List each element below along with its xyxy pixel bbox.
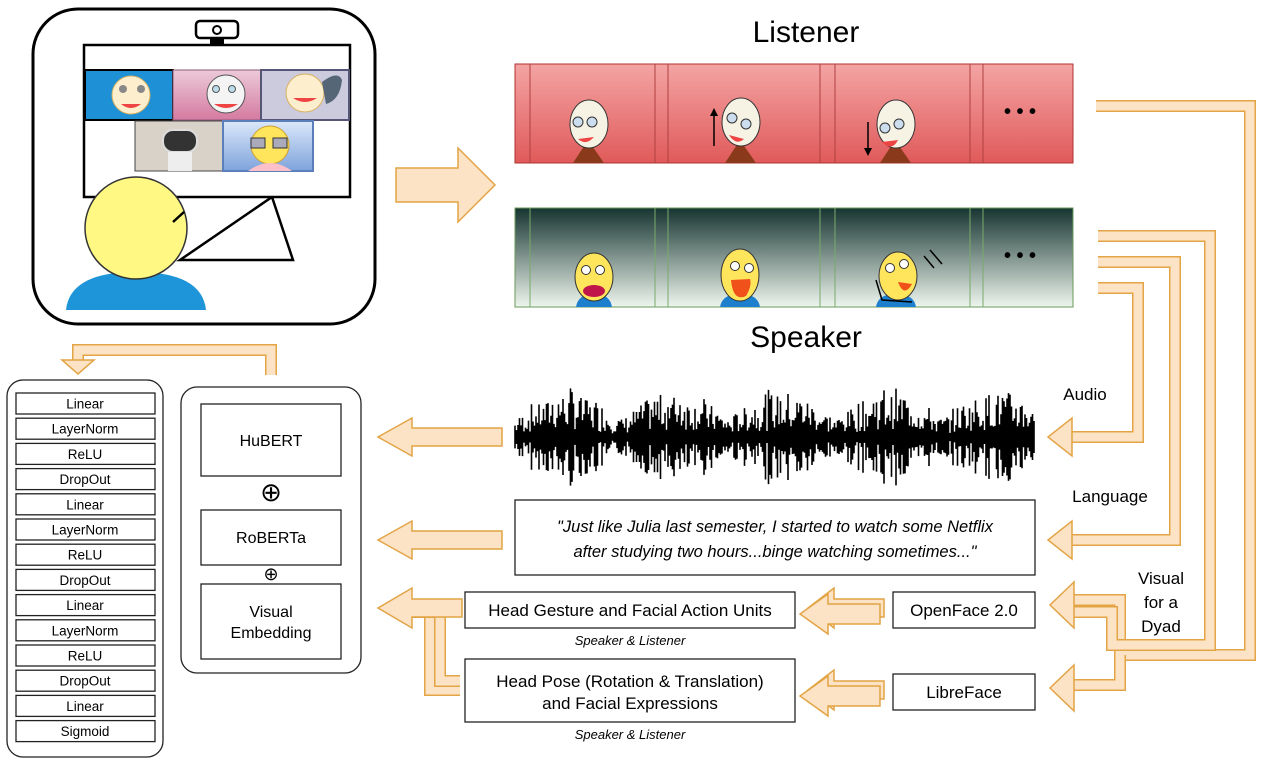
pose-feature-box — [464, 658, 796, 723]
openface-box — [892, 591, 1036, 629]
layer-label: DropOut — [59, 674, 110, 689]
waveform-path — [514, 388, 1035, 486]
listener-face-2 — [710, 97, 761, 163]
listener-face-3 — [864, 99, 916, 163]
language-label: Language — [1072, 487, 1148, 506]
audio-label: Audio — [1063, 385, 1106, 404]
layer-label: DropOut — [59, 472, 110, 487]
speaker-strip: • • • — [514, 207, 1074, 308]
gesture-feature-box — [464, 591, 796, 629]
layer-box — [15, 543, 156, 566]
layer-label: Linear — [66, 598, 104, 613]
layer-box — [15, 518, 156, 541]
speaker-face-2 — [720, 248, 760, 307]
layer-box — [15, 669, 156, 692]
visual-embedding-label-2: Embedding — [231, 625, 312, 642]
layer-box — [15, 719, 156, 743]
transcript-line-2: after studying two hours...binge watchin… — [574, 543, 978, 561]
gesture-feature-note: Speaker & Listener — [575, 633, 686, 648]
input-pipes — [1046, 100, 1256, 713]
layer-box — [15, 417, 156, 440]
concat-icon-1: ⊕ — [260, 477, 282, 507]
participant-tiles — [84, 69, 350, 172]
feature-to-encoder-arrows — [376, 416, 503, 696]
listener-ellipsis: • • • — [1004, 101, 1036, 123]
layer-box — [15, 619, 156, 642]
speaker-ellipsis: • • • — [1004, 245, 1036, 267]
listener-strip: • • • — [514, 63, 1074, 164]
audio-waveform — [514, 388, 1035, 486]
layer-label: ReLU — [68, 447, 103, 462]
webcam-icon — [194, 19, 240, 44]
output-arrow — [60, 344, 277, 375]
layer-box — [15, 568, 156, 592]
layer-label: Linear — [66, 497, 104, 512]
layer-box — [15, 644, 156, 667]
visual-label-2: for a — [1144, 593, 1179, 612]
layer-label: Linear — [66, 397, 104, 412]
tool-to-feature-arrows — [798, 586, 885, 718]
speaker-title: Speaker — [750, 321, 862, 354]
user-head — [84, 176, 188, 280]
layer-label: LayerNorm — [52, 422, 119, 437]
concat-icon-2: ⊕ — [263, 564, 278, 584]
layer-box — [15, 593, 156, 617]
pose-feature-label-1: Head Pose (Rotation & Translation) — [496, 672, 763, 691]
user-body — [66, 272, 206, 310]
visual-label-3: Dyad — [1141, 617, 1181, 636]
layer-box — [15, 493, 156, 516]
roberta-box — [200, 509, 342, 566]
listener-title: Listener — [753, 16, 860, 49]
layer-label: Linear — [66, 699, 104, 714]
visual-embedding-label-1: Visual — [249, 604, 292, 621]
hubert-box — [200, 403, 342, 477]
transcript-box — [514, 499, 1036, 576]
layer-label: LayerNorm — [52, 623, 119, 638]
layer-box — [15, 467, 156, 491]
layer-label: ReLU — [68, 548, 103, 563]
speaker-face-3 — [875, 249, 943, 307]
transcript-line-1: "Just like Julia last semester, I starte… — [557, 518, 994, 536]
speaker-face-1 — [574, 252, 614, 307]
layer-box — [15, 442, 156, 466]
layer-label: DropOut — [59, 573, 110, 588]
pose-feature-note: Speaker & Listener — [575, 727, 686, 742]
layer-label: LayerNorm — [52, 523, 119, 538]
libreface-label: LibreFace — [926, 683, 1002, 702]
layer-label: ReLU — [68, 649, 103, 664]
layer-box — [15, 694, 156, 718]
openface-label: OpenFace 2.0 — [910, 601, 1018, 620]
roberta-label: RoBERTa — [236, 530, 306, 547]
video-call-scene — [31, 7, 377, 326]
listener-face-1 — [569, 99, 609, 163]
layer-box — [15, 392, 156, 415]
hubert-label: HuBERT — [240, 433, 303, 450]
monitor-stand — [175, 195, 295, 262]
pose-feature-label-2: and Facial Expressions — [542, 694, 718, 713]
visual-label-1: Visual — [1138, 569, 1184, 588]
layer-label: Sigmoid — [61, 724, 110, 739]
visual-embedding-box — [200, 583, 342, 660]
libreface-box — [892, 673, 1036, 711]
gesture-feature-label: Head Gesture and Facial Action Units — [488, 601, 771, 620]
flow-arrow-right-icon — [395, 146, 497, 224]
layer-stack: LinearLayerNormReLUDropOutLinearLayerNor… — [15, 392, 156, 743]
